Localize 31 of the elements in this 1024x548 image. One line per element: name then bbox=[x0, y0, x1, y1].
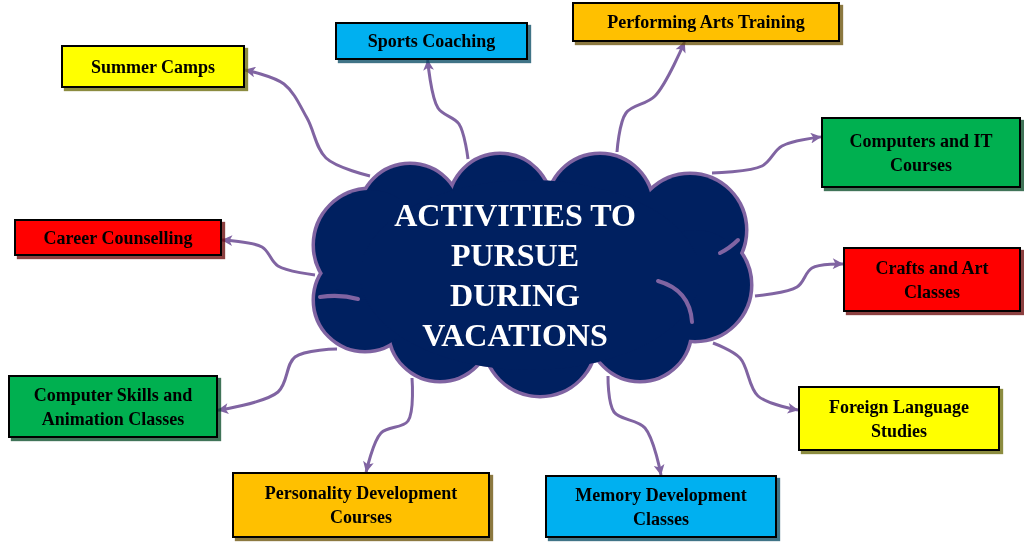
activity-box bbox=[572, 2, 840, 42]
curved-arrow bbox=[423, 59, 470, 160]
curved-arrow bbox=[221, 235, 316, 277]
activity-label: Summer Camps bbox=[90, 55, 216, 79]
curved-arrow bbox=[363, 377, 414, 473]
activity-label: Personality Development Courses bbox=[263, 482, 459, 529]
activity-label: Computer Skills and Animation Classes bbox=[32, 383, 194, 431]
activity-box bbox=[232, 472, 490, 538]
curved-arrow bbox=[244, 66, 371, 178]
curved-arrow bbox=[754, 258, 844, 298]
activity-box bbox=[335, 22, 528, 60]
activity-box bbox=[843, 247, 1021, 312]
activity-label: Computers and IT Courses bbox=[848, 129, 994, 177]
activity-label: Crafts and Art Classes bbox=[874, 256, 990, 304]
curved-arrow bbox=[615, 41, 686, 153]
curved-arrow bbox=[217, 347, 338, 414]
activity-label: Foreign Language Studies bbox=[827, 395, 971, 443]
curved-arrow bbox=[711, 132, 822, 175]
activity-box bbox=[14, 219, 222, 256]
activity-label: Career Counselling bbox=[43, 226, 193, 250]
activity-box bbox=[61, 45, 245, 88]
curved-arrow bbox=[606, 376, 665, 476]
activity-label: Performing Arts Training bbox=[607, 11, 805, 34]
activity-label: Memory Development Classes bbox=[574, 483, 748, 531]
activity-box bbox=[798, 386, 1000, 451]
central-topic: ACTIVITIES TO PURSUE DURING VACATIONS bbox=[393, 196, 637, 355]
activity-box bbox=[8, 375, 218, 438]
activity-label: Sports Coaching bbox=[367, 30, 496, 53]
activity-box bbox=[545, 475, 777, 538]
curved-arrow bbox=[712, 341, 799, 414]
activity-box bbox=[821, 117, 1021, 188]
